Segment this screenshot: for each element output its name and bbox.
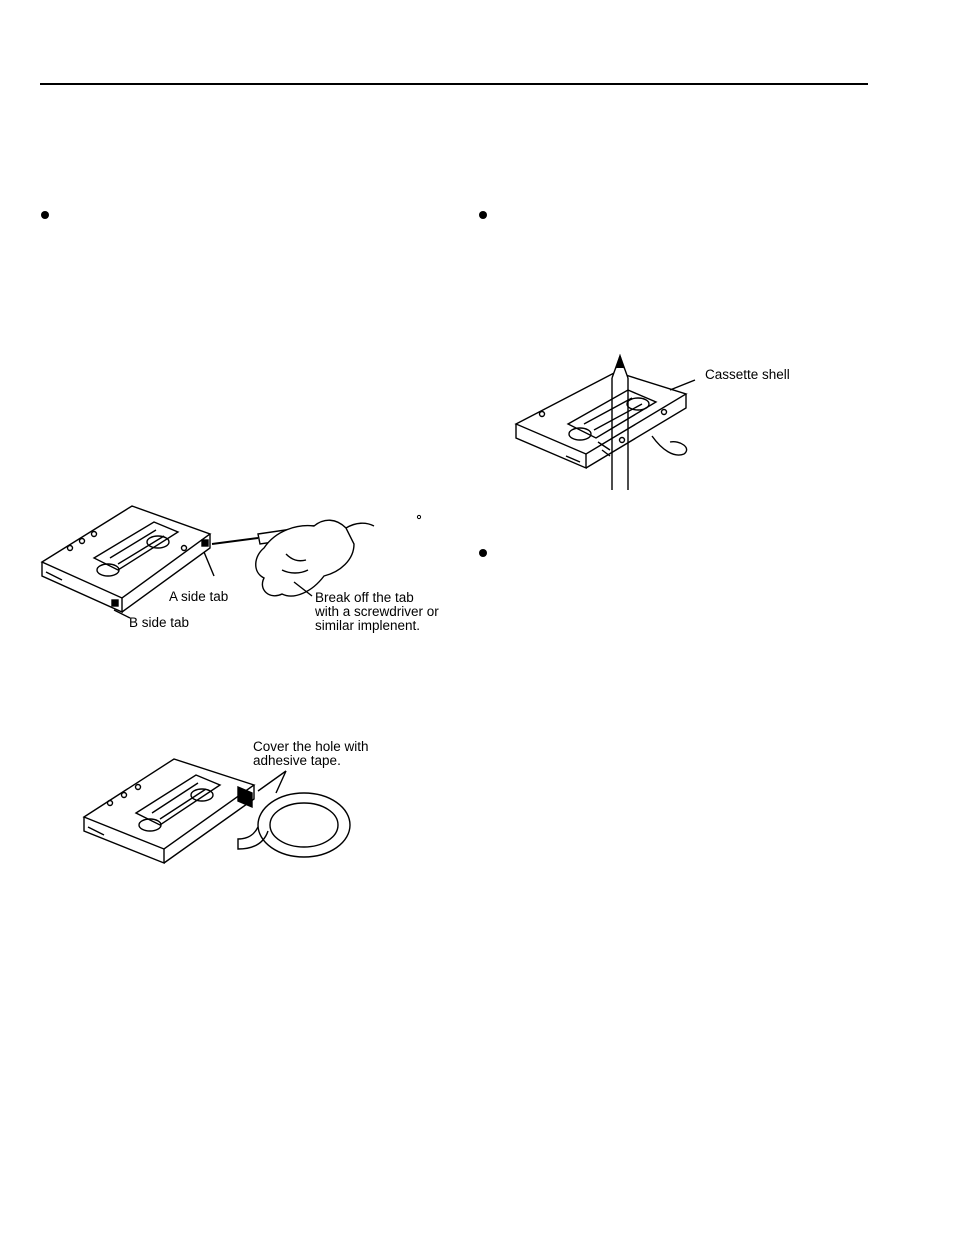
label-a-side-tab: A side tab: [169, 589, 229, 604]
cassette-pencil-illustration: [514, 353, 696, 490]
label-b-side-tab: B side tab: [129, 615, 190, 630]
label-break-line2: with a screwdriver or: [315, 604, 439, 619]
figure-tab-break: A side tab B side tab Break off the tab …: [36, 500, 456, 640]
cassette-screwdriver-illustration: [40, 505, 422, 619]
figure-pencil-wind: Cassette shell: [510, 350, 840, 490]
label-cover-line2: adhesive tape.: [253, 753, 341, 768]
header-rule: [40, 83, 868, 85]
bullet-left-1: [41, 211, 49, 219]
figure-tape-cover: Cover the hole with adhesive tape.: [78, 735, 383, 870]
bullet-right-2: [479, 549, 487, 557]
label-cover-line1: Cover the hole with: [253, 739, 369, 754]
bullet-right-1: [479, 211, 487, 219]
cassette-tape-roll-illustration: [82, 758, 351, 865]
label-break-line3: similar implenent.: [315, 618, 421, 633]
label-break-line1: Break off the tab: [315, 590, 414, 605]
label-cassette-shell: Cassette shell: [705, 367, 790, 382]
